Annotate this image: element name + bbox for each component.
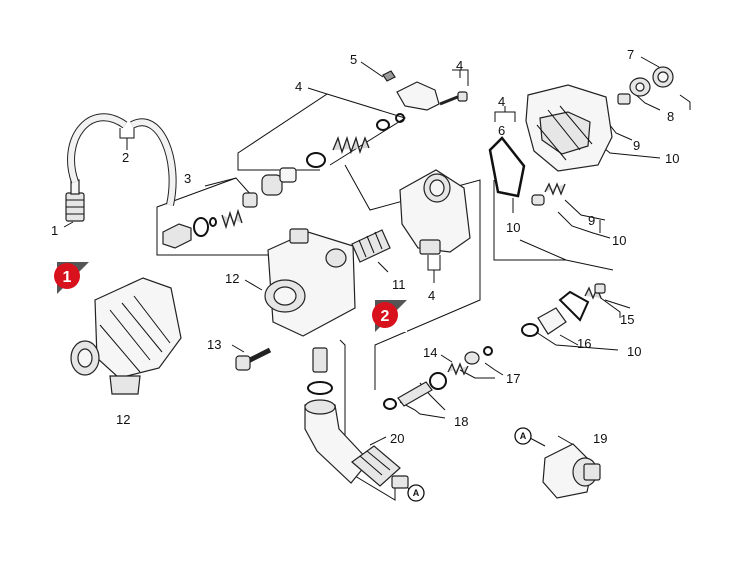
callout-9-top: 9 (633, 138, 640, 153)
callout-11: 11 (392, 277, 406, 292)
part-7-8-seals (617, 66, 674, 105)
part-elbow-hose-outlet (304, 347, 409, 489)
callout-17: 17 (506, 371, 520, 386)
callout-12-housing: 12 (225, 271, 239, 286)
connector-a-elbow: A (407, 484, 425, 502)
leader-lines (63, 56, 691, 501)
callout-9-mid: 9 (588, 213, 595, 228)
part-13-screw (235, 347, 272, 371)
part-19-adapter (542, 443, 601, 499)
callout-20: 20 (390, 431, 404, 446)
callout-10-seal: 10 (506, 220, 520, 235)
callout-10-top: 10 (665, 151, 679, 166)
view-badge-1-label: 1 (63, 269, 72, 286)
callout-4-top: 4 (295, 79, 302, 94)
part-18-valve-stem (383, 372, 447, 410)
callout-10-mid: 10 (612, 233, 626, 248)
part-12-housing (264, 228, 356, 337)
connector-a-adapter: A (514, 427, 532, 445)
callout-16: 16 (577, 336, 591, 351)
callout-labels: 1 2 3 4 5 4 7 4 6 8 9 10 10 9 10 12 11 4… (51, 47, 679, 446)
part-4-elbow-housing (399, 169, 471, 255)
callout-4-right: 4 (498, 94, 505, 109)
part-3-valve-set (162, 192, 258, 249)
view-badge-2: 2 (372, 300, 407, 332)
part-4-screw (439, 91, 468, 106)
callout-13: 13 (207, 337, 221, 352)
part-15-16-valve (521, 283, 606, 337)
part-valve-housing-right (525, 84, 613, 172)
callout-8: 8 (667, 109, 674, 124)
callout-19: 19 (593, 431, 607, 446)
callout-15: 15 (620, 312, 634, 327)
callout-14: 14 (423, 345, 437, 360)
callout-12-left: 12 (116, 412, 130, 427)
callout-10-low: 10 (627, 344, 641, 359)
part-1-filter-nipple (65, 179, 85, 222)
view-badge-1: 1 (54, 262, 89, 294)
part-12-pump-head-left (70, 277, 182, 395)
connector-a-adapter-label: A (520, 431, 527, 441)
callout-6: 6 (498, 123, 505, 138)
view-badge-2-label: 2 (381, 308, 390, 325)
part-14-17-spring-set (447, 346, 493, 376)
callout-4-screw: 4 (456, 58, 463, 73)
callout-2: 2 (122, 150, 129, 165)
callout-18: 18 (454, 414, 468, 429)
callout-1: 1 (51, 223, 58, 238)
part-5-bracket (396, 81, 440, 111)
callout-4-bottom: 4 (428, 288, 435, 303)
part-6-o-ring-seal (488, 136, 526, 198)
callout-5: 5 (350, 52, 357, 67)
callout-3: 3 (184, 171, 191, 186)
part-9-spring-set (531, 182, 566, 206)
part-11-nipple (351, 229, 391, 263)
callout-7: 7 (627, 47, 634, 62)
part-4-top-valve-set (261, 70, 405, 196)
part-2-hose (67, 113, 177, 206)
connector-a-elbow-label: A (413, 488, 420, 498)
